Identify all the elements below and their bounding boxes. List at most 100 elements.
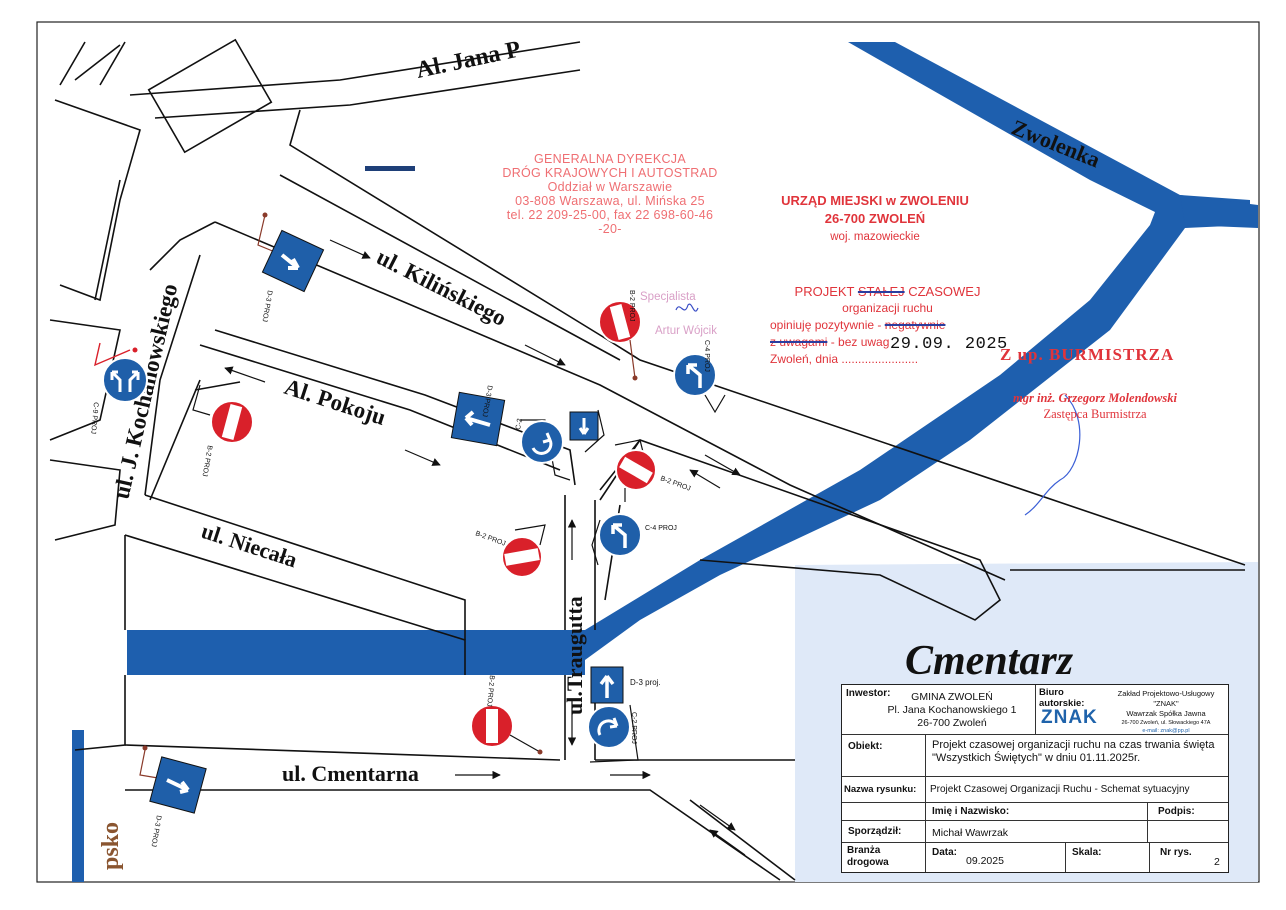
signer-role: Zastępca Burmistrza — [1043, 407, 1147, 421]
stamp-line: GENERALNA DYREKCJA — [534, 152, 686, 166]
prepared-by-cell: Michał Wawrzak — [926, 821, 1148, 843]
sign-b2-1: B-2 PROJ — [192, 384, 254, 477]
drawing-number-label: Nr rys. — [1160, 847, 1192, 858]
signer-name-text: mgr inż. Grzegorz Molendowski — [1013, 391, 1177, 405]
signature-cell — [1148, 821, 1228, 843]
date-value: 09.2025 — [966, 855, 1004, 867]
signature-header-cell: Podpis: — [1148, 803, 1228, 821]
stamp-line: URZĄD MIEJSKI w ZWOLENIU — [781, 193, 969, 208]
river-zwolenka — [72, 42, 1258, 882]
investor-cell: Inwestor: GMINA ZWOLEŃ Pl. Jana Kochanow… — [842, 685, 1036, 735]
sign-label: C-2 PROJ — [630, 712, 637, 744]
street-label-psko: psko — [98, 822, 124, 870]
sign-label: C-9 PROJ — [89, 402, 99, 434]
specialist-signature — [675, 303, 699, 312]
sign-label: B-2 PROJ — [485, 675, 495, 707]
drawing-name-cell: Projekt Czasowej Organizacji Ruchu - Sch… — [926, 777, 1228, 803]
sign-c4-2: C-4 PROJ — [591, 513, 677, 566]
scale-cell: Skala: — [1066, 843, 1150, 872]
znak-logo: ZNAK — [1041, 707, 1098, 728]
sign-b2-5: B-2 PROJ — [470, 675, 543, 755]
remarks-none: - bez uwag — [827, 335, 890, 349]
opinion-negative-struck: negatywnie — [884, 318, 946, 332]
mayor-stamp: Z up. BURMISTRZA — [1000, 345, 1175, 364]
specialist-name: Artur Wójcik — [655, 325, 717, 337]
approval-remarks: z uwagami - bez uwag — [770, 334, 1005, 351]
prepared-by-value: Michał Wawrzak — [932, 827, 1009, 839]
date-cell: Data: 09.2025 — [926, 843, 1066, 872]
sign-d3-3: D-3 proj. — [590, 666, 661, 704]
town-office-stamp: URZĄD MIEJSKI w ZWOLENIU 26-700 ZWOLEŃ w… — [760, 192, 990, 246]
scale-label: Skala: — [1072, 847, 1102, 858]
signer-stamp: mgr inż. Grzegorz Molendowski Zastępca B… — [990, 390, 1200, 422]
investor-label: Inwestor: — [846, 688, 891, 699]
signature-header: Podpis: — [1158, 806, 1195, 817]
stamp-line: Oddział w Warszawie — [547, 180, 673, 194]
investor-address-2: 26-700 Zwoleń — [917, 717, 987, 729]
sign-c4-1: C-4 PROJ — [673, 340, 726, 414]
sign-label: C-4 PROJ — [703, 340, 710, 372]
cemetery-label: Cmentarz — [905, 638, 1074, 684]
specialist-stamp: Specjalista Artur Wójcik — [640, 290, 717, 338]
investor-name: GMINA ZWOLEŃ — [911, 691, 993, 703]
drawing-name-label-cell: Nazwa rysunku: — [842, 777, 926, 803]
street-network — [49, 38, 1246, 881]
author-address: 26-700 Zwoleń, ul. Słowackiego 47A — [1121, 720, 1211, 726]
approval-title-prefix: PROJEKT — [794, 284, 858, 299]
drawing-name-label: Nazwa rysunku: — [844, 784, 917, 795]
approval-date: 29.09. 2025 — [890, 335, 1008, 354]
approval-opinion: opiniuję pozytywnie - negatywnie — [770, 317, 1005, 334]
stamp-line: tel. 22 209-25-00, fax 22 698-60-46 — [506, 208, 714, 222]
drawing-number-cell: Nr rys. 2 — [1150, 843, 1228, 872]
signer-name: mgr inż. Grzegorz Molendowski — [990, 390, 1200, 406]
author-name-2: Wawrzak Spółka Jawna — [1126, 709, 1206, 718]
author-name-1: Zakład Projektowo-Usługowy "ZNAK" — [1117, 689, 1215, 708]
approval-title-struck: STAŁEJ — [857, 284, 905, 299]
sign-label: C-2 — [515, 418, 524, 430]
stamp-line: 26-700 ZWOLEŃ — [824, 211, 926, 226]
signature-scribble — [1024, 394, 1081, 516]
investor-address-1: Pl. Jana Kochanowskiego 1 — [887, 704, 1017, 716]
sign-label: B-2 PROJ — [628, 290, 635, 322]
author-cell: Biuro autorskie: ZNAK Zakład Projektowo-… — [1036, 685, 1228, 735]
object-value-cell: Projekt czasowej organizacji ruchu na cz… — [926, 735, 1228, 777]
approval-title: PROJEKT STAŁEJ CZASOWEJ — [770, 283, 1005, 300]
sign-b2-2: B-2 PROJ — [598, 290, 642, 381]
title-block: Inwestor: GMINA ZWOLEŃ Pl. Jana Kochanow… — [841, 684, 1229, 873]
stamp-line: DRÓG KRAJOWYCH I AUTOSTRAD — [502, 166, 718, 180]
author-label: Biuro autorskie: — [1039, 687, 1085, 709]
sign-c9: C-9 PROJ — [89, 342, 148, 434]
branch-label: Branża drogowa — [847, 845, 889, 868]
sign-b2-3: B-2 PROJ — [614, 439, 691, 502]
blank-cell — [842, 803, 926, 821]
sign-b2-4: B-2 PROJ — [474, 524, 546, 578]
street-label-traugutta: ul.Traugutta — [562, 596, 587, 715]
date-label: Data: — [932, 847, 958, 858]
specialist-title: Specjalista — [640, 291, 696, 303]
name-header-cell: Imię i Nazwisko: — [926, 803, 1148, 821]
sign-c2-2: C-2 PROJ — [587, 704, 639, 763]
sign-d3-4: D-3 PROJ — [139, 745, 207, 847]
stamp-line: woj. mazowieckie — [830, 231, 920, 243]
object-label-cell: Obiekt: — [842, 735, 926, 777]
author-email: e-mail: znak@pp.pl — [1142, 728, 1190, 734]
object-value: Projekt czasowej organizacji ruchu na cz… — [932, 739, 1215, 764]
remarks-struck: z uwagami — [770, 335, 828, 349]
branch-cell: Branża drogowa — [842, 843, 926, 872]
approval-date-line: Zwoleń, dnia ....................... — [770, 352, 919, 366]
map-mark — [365, 166, 415, 171]
approval-stamp: PROJEKT STAŁEJ CZASOWEJ organizacji ruch… — [770, 283, 1005, 368]
name-header: Imię i Nazwisko: — [932, 806, 1010, 817]
drawing-name-value: Projekt Czasowej Organizacji Ruchu - Sch… — [930, 784, 1190, 795]
traffic-arrows — [224, 239, 746, 856]
approval-title-suffix: CZASOWEJ — [904, 284, 981, 299]
opinion-positive: opiniuję pozytywnie - — [770, 318, 885, 332]
drawing-number-value: 2 — [1214, 856, 1220, 868]
stamp-line: 03-808 Warszawa, ul. Mińska 25 — [515, 194, 705, 208]
street-label-cmentarna: ul. Cmentarna — [282, 761, 419, 786]
prepared-by-label: Sporządził: — [848, 826, 902, 837]
stamp-line: -20- — [598, 222, 622, 236]
approval-line: organizacji ruchu — [842, 301, 933, 315]
gddkia-stamp: GENERALNA DYREKCJA DRÓG KRAJOWYCH I AUTO… — [470, 152, 750, 236]
sign-label: C-4 PROJ — [645, 525, 677, 532]
